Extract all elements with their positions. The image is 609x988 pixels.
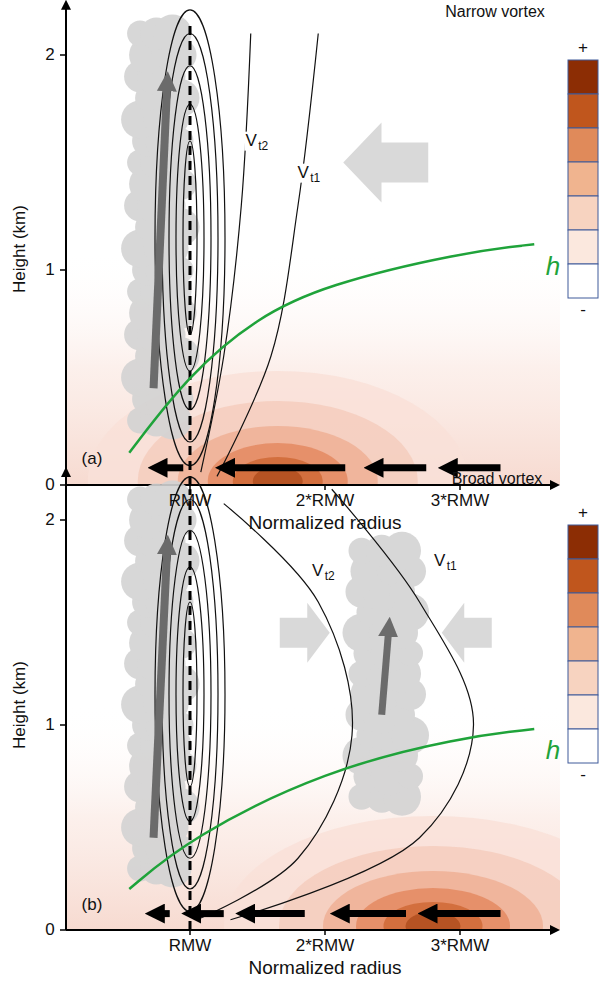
inflow-arrow: [197, 910, 224, 917]
wind-contour: [201, 34, 251, 473]
contour-label: V: [297, 164, 310, 183]
colorbar-cell: [568, 94, 598, 128]
contour-label: V: [245, 132, 258, 151]
flow-arrow: [280, 603, 330, 663]
tick-label: 2*RMW: [296, 492, 355, 511]
shading-core: [323, 871, 543, 930]
axis-title: Normalized radius: [248, 958, 401, 979]
tick-label: 0: [45, 921, 54, 940]
tick-label: RMW: [169, 492, 211, 511]
panel-title: Narrow vortex: [445, 3, 545, 21]
inflow-arrow: [380, 464, 427, 471]
colorbar-cell: [568, 593, 598, 627]
colorbar-cell: [568, 128, 598, 162]
axis-title: Height (km): [11, 205, 30, 293]
tick-label: 2: [45, 511, 54, 530]
convective-cloud: [121, 481, 199, 888]
shading: [66, 249, 560, 486]
y-axis: [65, 8, 67, 485]
cloud-puff: [383, 532, 421, 570]
updraft-arrow: [154, 87, 168, 388]
panel-a: [60, 8, 598, 591]
axis-title: Height (km): [11, 661, 30, 749]
bl-height-curve: [129, 729, 534, 889]
convective-cloud: [121, 15, 199, 440]
contour-subscript: t1: [446, 560, 458, 573]
tick-label: 1: [45, 716, 54, 735]
colorbar-label: +: [578, 39, 588, 58]
colorbar-cell: [568, 729, 598, 763]
wind-contour: [197, 504, 353, 920]
contour-subscript: t2: [324, 571, 336, 584]
panel-title: Broad vortex: [452, 470, 543, 488]
contour-label: V: [311, 562, 324, 581]
y-tick: [60, 269, 66, 271]
wind-contour: [176, 567, 204, 821]
tick-label: 0: [45, 476, 54, 495]
shading-core: [208, 443, 348, 485]
colorbar-cell: [568, 162, 598, 196]
inflow-arrow: [251, 910, 305, 917]
colorbar-cell: [568, 525, 598, 559]
panel-letter: (b): [82, 896, 103, 915]
bl-height-label: h: [546, 251, 560, 280]
x-tick: [324, 485, 326, 490]
tick-label: 1: [45, 261, 54, 280]
bl-height-curve: [129, 244, 534, 453]
x-tick: [324, 930, 326, 935]
colorbar-cell: [568, 230, 598, 264]
shading-core: [138, 401, 418, 485]
tick-label: 3*RMW: [431, 492, 490, 511]
y-tick: [60, 929, 66, 931]
wind-contour: [231, 489, 474, 920]
axis-title: Normalized radius: [248, 513, 401, 534]
shading-core: [224, 816, 560, 930]
bl-height-label: h: [546, 735, 560, 764]
colorbar-label: +: [578, 504, 588, 523]
colorbar-label: -: [580, 766, 586, 785]
contour-subscript: t2: [257, 140, 269, 153]
colorbar-cell: [568, 196, 598, 230]
updraft-arrow: [382, 633, 389, 715]
x-tick: [189, 930, 191, 935]
panel-letter: (a): [82, 450, 103, 469]
colorbar-cell: [568, 661, 598, 695]
tick-label: RMW: [169, 937, 211, 956]
colorbar-cell: [568, 627, 598, 661]
tick-label: 3*RMW: [431, 937, 490, 956]
shading-core: [279, 846, 560, 930]
inflow-arrow: [346, 910, 406, 917]
shading-core: [356, 888, 510, 930]
inflow-arrow: [161, 910, 170, 917]
y-tick: [60, 519, 66, 521]
colorbar-cell: [568, 559, 598, 593]
wind-contour: [217, 34, 318, 477]
rmw-line: [189, 489, 192, 930]
panel-b: [60, 475, 609, 988]
contour-subscript: t1: [309, 173, 321, 186]
inflow-arrow: [164, 464, 184, 471]
y-axis: [65, 475, 67, 930]
x-tick: [459, 930, 461, 935]
colorbar-cell: [568, 60, 598, 94]
flow-arrow: [343, 123, 428, 203]
contour-label: V: [433, 552, 446, 571]
rmw-line: [189, 23, 192, 485]
x-axis: [66, 929, 552, 931]
shading: [66, 705, 560, 931]
colorbar-cell: [568, 695, 598, 729]
colorbar-cell: [568, 264, 598, 298]
inflow-arrow: [434, 910, 501, 917]
y-tick: [60, 724, 66, 726]
cloud-puff: [154, 15, 192, 53]
flow-arrow: [442, 603, 492, 663]
y-tick: [60, 54, 66, 56]
updraft-arrow: [154, 551, 168, 838]
convective-cloud: [343, 532, 430, 816]
inflow-arrow: [231, 464, 345, 471]
tick-label: 2*RMW: [296, 937, 355, 956]
colorbar-label: -: [580, 301, 586, 320]
tick-label: 2: [45, 46, 54, 65]
